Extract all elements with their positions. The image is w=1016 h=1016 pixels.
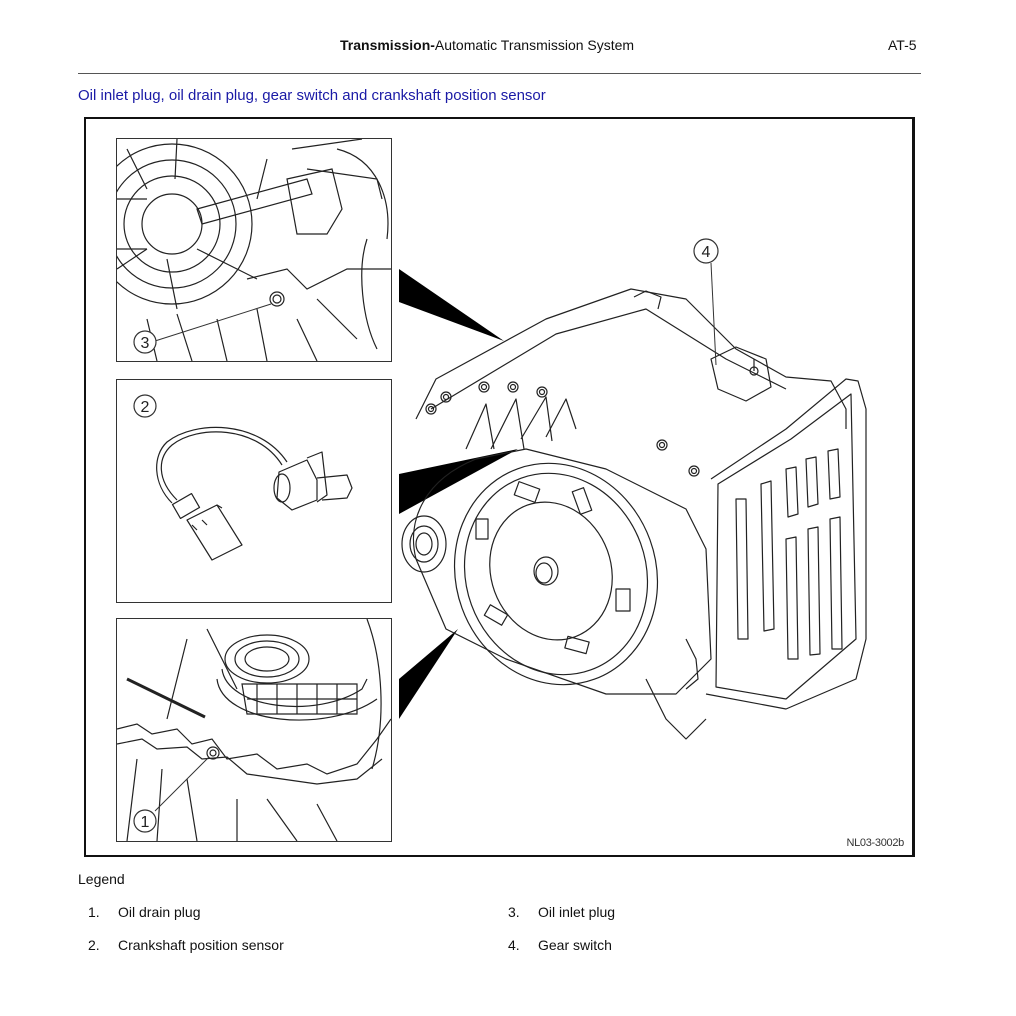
crankshaft-sensor-illustration: 2	[133, 394, 353, 561]
legend-item-number: 2.	[88, 937, 100, 953]
oil-drain-plug-illustration: 1	[117, 619, 391, 841]
pointer-wedges	[399, 269, 518, 719]
legend-item: 2. Crankshaft position sensor	[88, 937, 284, 953]
callout-4-label: 4	[702, 244, 711, 261]
header-divider	[78, 73, 921, 74]
legend-item-label: Oil drain plug	[118, 904, 201, 920]
callout-1-label: 1	[141, 814, 150, 831]
transmission-illustration: 4	[399, 238, 867, 740]
header-title-rest: Automatic Transmission System	[434, 37, 635, 53]
figure-frame: 4 3	[84, 117, 915, 857]
callout-4: 4	[693, 238, 719, 366]
callout-3-label: 3	[141, 335, 150, 352]
section-title: Oil inlet plug, oil drain plug, gear swi…	[78, 87, 546, 104]
inset-crankshaft-position-sensor: 2	[116, 379, 392, 603]
legend-item: 3. Oil inlet plug	[508, 904, 615, 920]
legend-item-number: 1.	[88, 904, 100, 920]
pointer-wedge-middle	[399, 449, 518, 514]
figure-id: NL03-3002b	[846, 837, 904, 849]
legend-item-number: 4.	[508, 937, 520, 953]
legend-item-label: Crankshaft position sensor	[118, 937, 284, 953]
legend-item-label: Gear switch	[538, 937, 612, 953]
pointer-wedge-top	[399, 269, 504, 341]
callout-2-label: 2	[141, 399, 150, 416]
header-title: Transmission-Automatic Transmission Syst…	[340, 37, 634, 53]
legend-item-label: Oil inlet plug	[538, 904, 616, 920]
page-number: AT-5	[888, 37, 917, 53]
legend-item: 4. Gear switch	[508, 937, 612, 953]
header-title-bold: Transmission-	[340, 37, 435, 53]
legend-title: Legend	[78, 871, 125, 887]
legend-item-number: 3.	[508, 904, 520, 920]
transmission-body	[401, 288, 867, 740]
pointer-wedge-bottom	[399, 629, 458, 719]
inset-oil-inlet-plug: 3	[116, 138, 392, 362]
legend-item: 1. Oil drain plug	[88, 904, 201, 920]
inset-oil-drain-plug: 1	[116, 618, 392, 842]
oil-inlet-plug-illustration: 3	[117, 139, 391, 361]
